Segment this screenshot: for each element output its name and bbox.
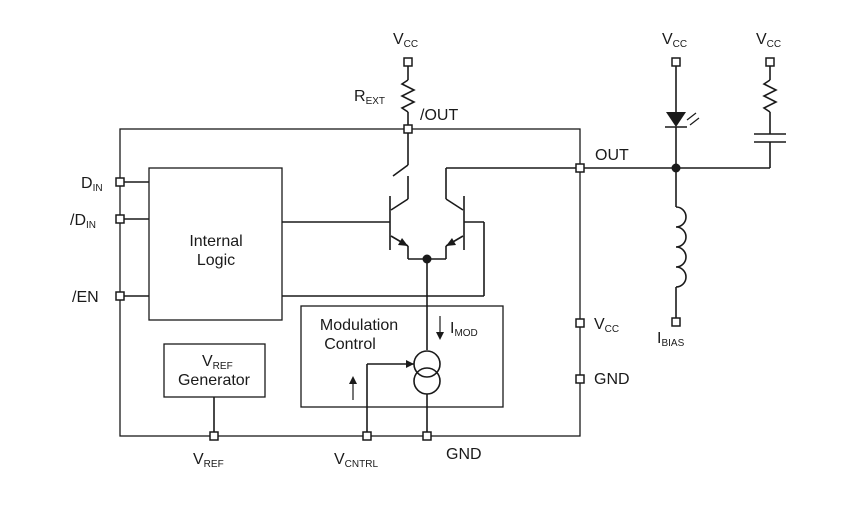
en-bar-label: /EN [72,289,99,306]
ibias-pin [671,317,681,327]
vcc-top-pin [403,57,413,67]
en-bar-pin [115,291,125,301]
internal-logic-label-2: Logic [197,252,235,269]
out-label: OUT [595,147,629,164]
rext-label: REXT [354,88,385,107]
bias-inductor [675,206,687,288]
ibias-label: IBIAS [657,330,685,349]
gnd-bottom-pin [422,431,432,441]
vcntrl-pin-label: VCNTRL [334,451,378,470]
out-bar-label: /OUT [420,107,458,124]
modulation-control-label-1: Modulation [320,317,398,334]
gnd-right-pin [575,374,585,384]
din-label: DIN [81,175,103,194]
imod-label: IMOD [450,320,478,339]
din-bar-pin [115,214,125,224]
vcc-led-label: VCC [662,31,687,50]
current-source-lower [413,367,441,395]
gnd-bottom-label: GND [446,446,482,463]
vcc-right-pin [575,318,585,328]
din-pin [115,177,125,187]
vref-generator-label-1: VREF [202,353,233,372]
vcc-right-label: VCC [594,316,619,335]
vcc-top-label: VCC [393,31,418,50]
vcc-cap-pin [765,57,775,67]
vcc-cap-label: VCC [756,31,781,50]
modulation-control-label-2: Control [324,336,376,353]
vcntrl-pin [362,431,372,441]
vref-pin [209,431,219,441]
control-arrow [406,360,414,368]
left-transistor-emitter-arrow [398,238,408,246]
internal-logic-label-1: Internal [189,233,242,250]
right-transistor-emitter-arrow [446,238,456,246]
gnd-right-label: GND [594,371,630,388]
vref-generator-label-2: Generator [178,372,251,389]
modulation-control-block [300,305,504,408]
out-bar-pin [403,124,413,134]
chip-outline [119,128,581,437]
rext-resistor [400,79,416,113]
out-pin [575,163,585,173]
internal-logic-block [148,167,283,321]
current-source-upper [413,350,441,378]
din-bar-label: /DIN [70,212,96,231]
vcc-led-pin [671,57,681,67]
vref-pin-label: VREF [193,451,224,470]
snubber-resistor [762,79,778,113]
laser-diode [666,112,686,127]
